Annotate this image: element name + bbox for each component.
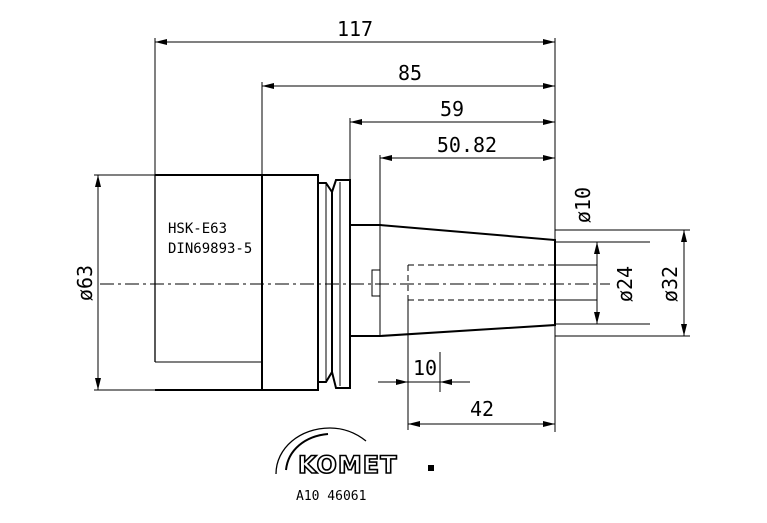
label-hsk: HSK-E63 (168, 221, 227, 237)
dim-59-text: 59 (440, 97, 464, 121)
dim-85-text: 85 (398, 61, 422, 85)
dim-50-82-text: 50.82 (437, 133, 497, 157)
komet-logo: KOMET (275, 427, 434, 480)
extension-lines (94, 38, 690, 432)
logo-dot (428, 465, 434, 471)
logo-swoosh-inner (285, 433, 329, 471)
label-din: DIN69893-5 (168, 241, 252, 257)
dimension-texts: 117 85 59 50.82 10 42 ø63 ø10 ø24 ø32 (73, 17, 682, 421)
dimension-lines (95, 39, 687, 427)
dim-117-text: 117 (337, 17, 373, 41)
dim-42-text: 42 (470, 397, 494, 421)
logo-brand-text: KOMET (298, 451, 398, 479)
dim-d32-text: ø32 (658, 266, 682, 302)
dim-10-text: 10 (413, 356, 437, 380)
dim-d10-text: ø10 (571, 187, 595, 223)
part-number: A10 46061 (296, 489, 366, 504)
dim-d24-text: ø24 (613, 266, 637, 302)
dim-d63-text: ø63 (73, 265, 97, 301)
body-outline (155, 174, 263, 391)
body-label: HSK-E63 DIN69893-5 (168, 221, 252, 257)
taper-shank (350, 224, 556, 337)
groove-ring (318, 182, 333, 383)
tool-body (100, 174, 610, 391)
bore-pilot (371, 269, 381, 297)
logo-swoosh (275, 427, 367, 475)
body-right-section (261, 174, 319, 391)
